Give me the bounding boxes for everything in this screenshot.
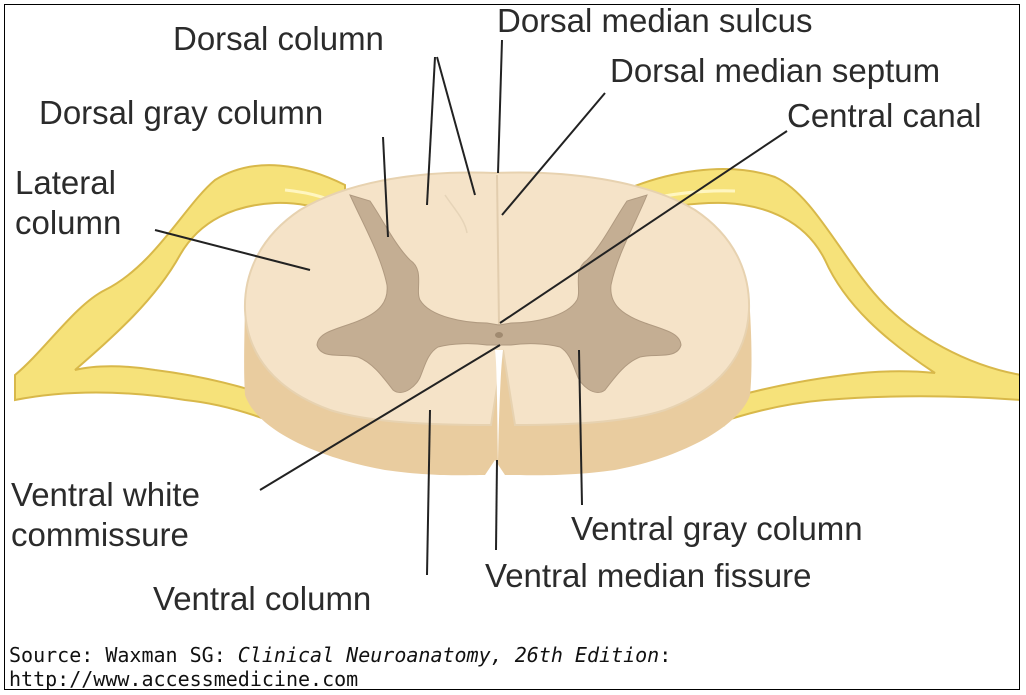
source-url: http://www.accessmedicine.com xyxy=(9,667,358,690)
label-lateral-column-line1: Lateral xyxy=(15,165,116,201)
label-ventral-median-fissure: Ventral median fissure xyxy=(485,558,812,594)
label-dorsal-median-septum: Dorsal median septum xyxy=(610,53,940,89)
label-central-canal: Central canal xyxy=(787,98,981,134)
label-ventral-column: Ventral column xyxy=(153,581,371,617)
source-prefix: Source: Waxman SG: xyxy=(9,643,238,667)
label-dorsal-column: Dorsal column xyxy=(173,21,384,57)
source-citation: Source: Waxman SG: Clinical Neuroanatomy… xyxy=(9,643,671,667)
label-lateral-column-line2: column xyxy=(15,205,121,241)
source-suffix: : xyxy=(659,643,671,667)
figure-frame: Dorsal column Dorsal median sulcus Dorsa… xyxy=(4,4,1020,690)
label-ventral-white-commissure-line2: commissure xyxy=(11,517,189,553)
label-dorsal-gray-column: Dorsal gray column xyxy=(39,95,323,131)
label-ventral-white-commissure-line1: Ventral white xyxy=(11,477,200,513)
source-title: Clinical Neuroanatomy, 26th Edition xyxy=(238,643,659,667)
label-dorsal-median-sulcus: Dorsal median sulcus xyxy=(497,4,812,39)
label-ventral-gray-column: Ventral gray column xyxy=(571,511,863,547)
central-canal xyxy=(495,332,503,338)
